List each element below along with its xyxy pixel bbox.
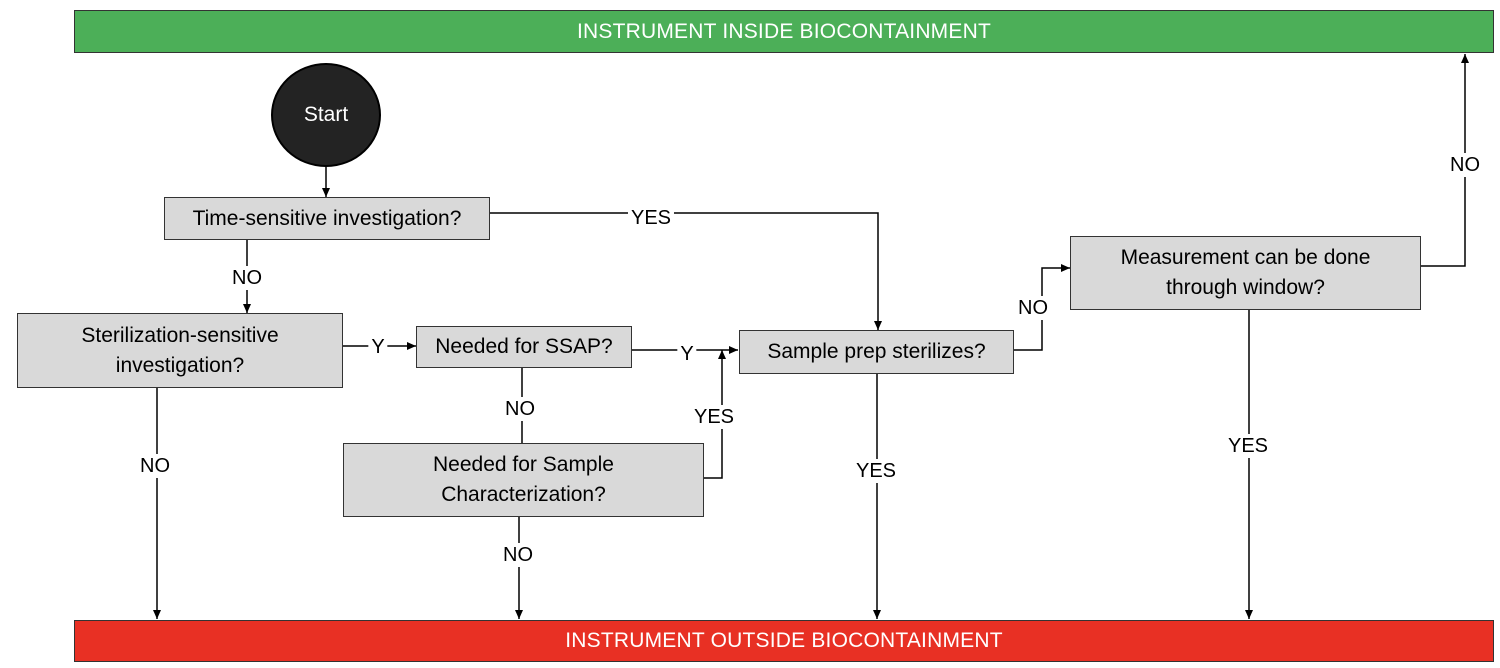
edge-time-yes (490, 212, 882, 330)
needed-ssap-node: Needed for SSAP? (416, 326, 632, 368)
sterilization-sensitive-node: Sterilization-sensitive investigation? (17, 313, 343, 388)
window-yes-label: YES (1224, 434, 1272, 458)
start-node: Start (271, 63, 381, 167)
steril-no-label: NO (137, 454, 173, 478)
time-no-label: NO (229, 266, 265, 290)
ssap-no-label: NO (502, 397, 538, 421)
samplechar-no-label: NO (500, 543, 536, 567)
edge-samplechar-yes (704, 350, 726, 479)
measurement-window-node: Measurement can be done through window? (1070, 236, 1421, 310)
time-sensitive-node: Time-sensitive investigation? (164, 197, 490, 240)
window-no-label: NO (1447, 153, 1483, 177)
ssap-y-label: Y (677, 342, 697, 366)
needed-sample-char-node: Needed for Sample Characterization? (343, 443, 704, 517)
prep-no-label: NO (1015, 296, 1051, 320)
prep-yes-label: YES (852, 459, 900, 483)
inside-biocontainment-banner: INSTRUMENT INSIDE BIOCONTAINMENT (74, 10, 1494, 53)
time-yes-label: YES (627, 206, 675, 230)
steril-y-label: Y (368, 335, 388, 359)
samplechar-yes-label: YES (690, 405, 738, 429)
sample-prep-node: Sample prep sterilizes? (739, 330, 1014, 374)
edge-window-no (1421, 54, 1469, 267)
outside-biocontainment-banner: INSTRUMENT OUTSIDE BIOCONTAINMENT (74, 620, 1494, 662)
